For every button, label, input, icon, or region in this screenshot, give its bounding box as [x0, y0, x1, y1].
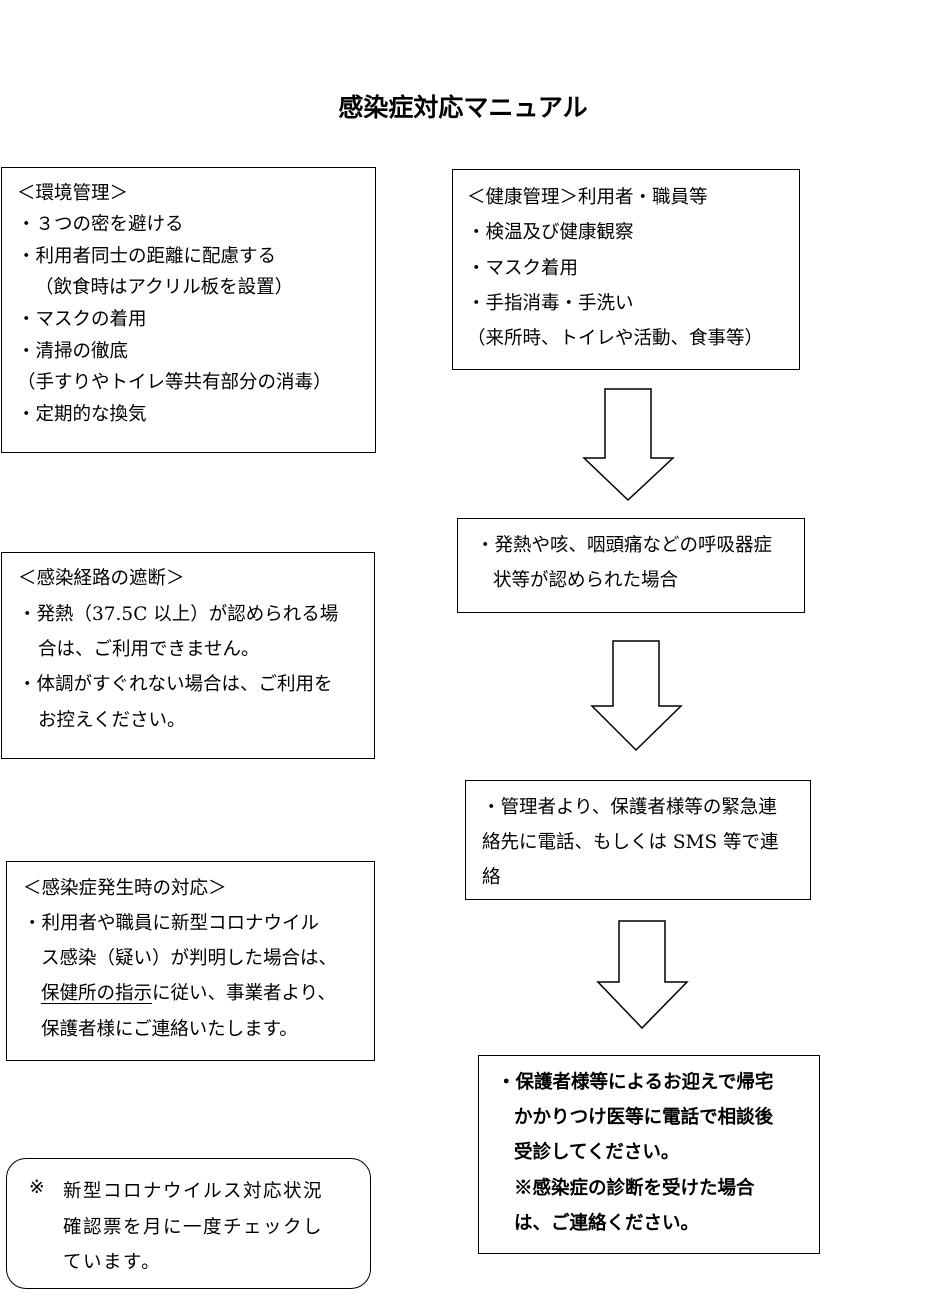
- outbreak-line: ス感染（疑い）が判明した場合は、: [41, 948, 338, 969]
- pickup-line: ・保護者様等によるお迎えで帰宅: [497, 1072, 774, 1093]
- contact-line: 絡先に電話、もしくは SMS 等で連: [482, 832, 779, 853]
- environment-item: ・利用者同士の距離に配慮する: [17, 246, 277, 267]
- down-arrow-icon: [590, 640, 683, 752]
- environment-item: （手すりやトイレ等共有部分の消毒）: [17, 372, 332, 393]
- environment-item: ・３つの密を避ける: [17, 214, 184, 235]
- symptoms-line: ・発熱や咳、咽頭痛などの呼吸器症: [476, 535, 773, 556]
- environment-management-box: ＜環境管理＞ ・３つの密を避ける ・利用者同士の距離に配慮する （飲食時はアクリ…: [1, 167, 376, 453]
- symptoms-line: 状等が認められた場合: [493, 570, 679, 591]
- outbreak-line: ・利用者や職員に新型コロナウイル: [23, 913, 320, 934]
- health-item: ・手指消毒・手洗い: [467, 293, 634, 314]
- pickup-line: は、ご連絡ください。: [514, 1213, 700, 1234]
- route-line: ・体調がすぐれない場合は、ご利用を: [18, 674, 333, 695]
- health-item: ・検温及び健康観察: [467, 222, 634, 243]
- emergency-contact-box: ・管理者より、保護者様等の緊急連 絡先に電話、もしくは SMS 等で連 絡: [465, 780, 811, 900]
- health-management-box: ＜健康管理＞利用者・職員等 ・検温及び健康観察 ・マスク着用 ・手指消毒・手洗い…: [452, 169, 800, 370]
- infection-route-box: ＜感染経路の遮断＞ ・発熱（37.5C 以上）が認められる場 合は、ご利用できま…: [1, 552, 375, 759]
- outbreak-line-rest: に従い、事業者より、: [152, 983, 336, 1004]
- health-item: ・マスク着用: [467, 258, 579, 279]
- route-line: お控えください。: [38, 710, 186, 731]
- outbreak-line: 保護者様にご連絡いたします。: [41, 1019, 298, 1040]
- outbreak-line: 保健所の指示に従い、事業者より、: [41, 979, 336, 1005]
- note-line: 確認票を月に一度チェックし: [63, 1217, 324, 1238]
- contact-line: 絡: [482, 867, 501, 888]
- note-line: ています。: [63, 1252, 162, 1273]
- environment-item: ・定期的な換気: [17, 404, 147, 425]
- pickup-consultation-box: ・保護者様等によるお迎えで帰宅 かかりつけ医等に電話で相談後 受診してください。…: [478, 1055, 820, 1254]
- note-line: 新型コロナウイルス対応状況: [63, 1181, 324, 1202]
- route-line: 合は、ご利用できません。: [38, 639, 260, 660]
- pickup-line: かかりつけ医等に電話で相談後: [514, 1107, 774, 1128]
- pickup-line: ※感染症の診断を受けた場合: [514, 1178, 755, 1199]
- down-arrow-icon: [596, 920, 689, 1030]
- note-mark: ※: [29, 1177, 45, 1198]
- health-center-instruction: 保健所の指示: [41, 983, 153, 1004]
- outbreak-response-box: ＜感染症発生時の対応＞ ・利用者や職員に新型コロナウイル ス感染（疑い）が判明し…: [6, 861, 375, 1061]
- pickup-line: 受診してください。: [514, 1142, 680, 1163]
- down-arrow-icon: [582, 388, 675, 502]
- checklist-note-box: ※ 新型コロナウイルス対応状況 確認票を月に一度チェックし ています。: [6, 1158, 371, 1289]
- environment-item: ・清掃の徹底: [17, 341, 129, 362]
- contact-line: ・管理者より、保護者様等の緊急連: [482, 797, 777, 818]
- page-title: 感染症対応マニュアル: [338, 93, 588, 122]
- outbreak-heading: ＜感染症発生時の対応＞: [23, 878, 227, 899]
- route-heading: ＜感染経路の遮断＞: [18, 568, 185, 589]
- environment-item: ・マスクの着用: [17, 309, 147, 330]
- environment-item: （飲食時はアクリル板を設置）: [35, 277, 294, 298]
- health-item: （来所時、トイレや活動、食事等）: [467, 328, 764, 349]
- route-line: ・発熱（37.5C 以上）が認められる場: [18, 604, 339, 625]
- health-heading: ＜健康管理＞利用者・職員等: [467, 187, 708, 208]
- environment-heading: ＜環境管理＞: [17, 183, 129, 204]
- symptoms-box: ・発熱や咳、咽頭痛などの呼吸器症 状等が認められた場合: [457, 518, 805, 613]
